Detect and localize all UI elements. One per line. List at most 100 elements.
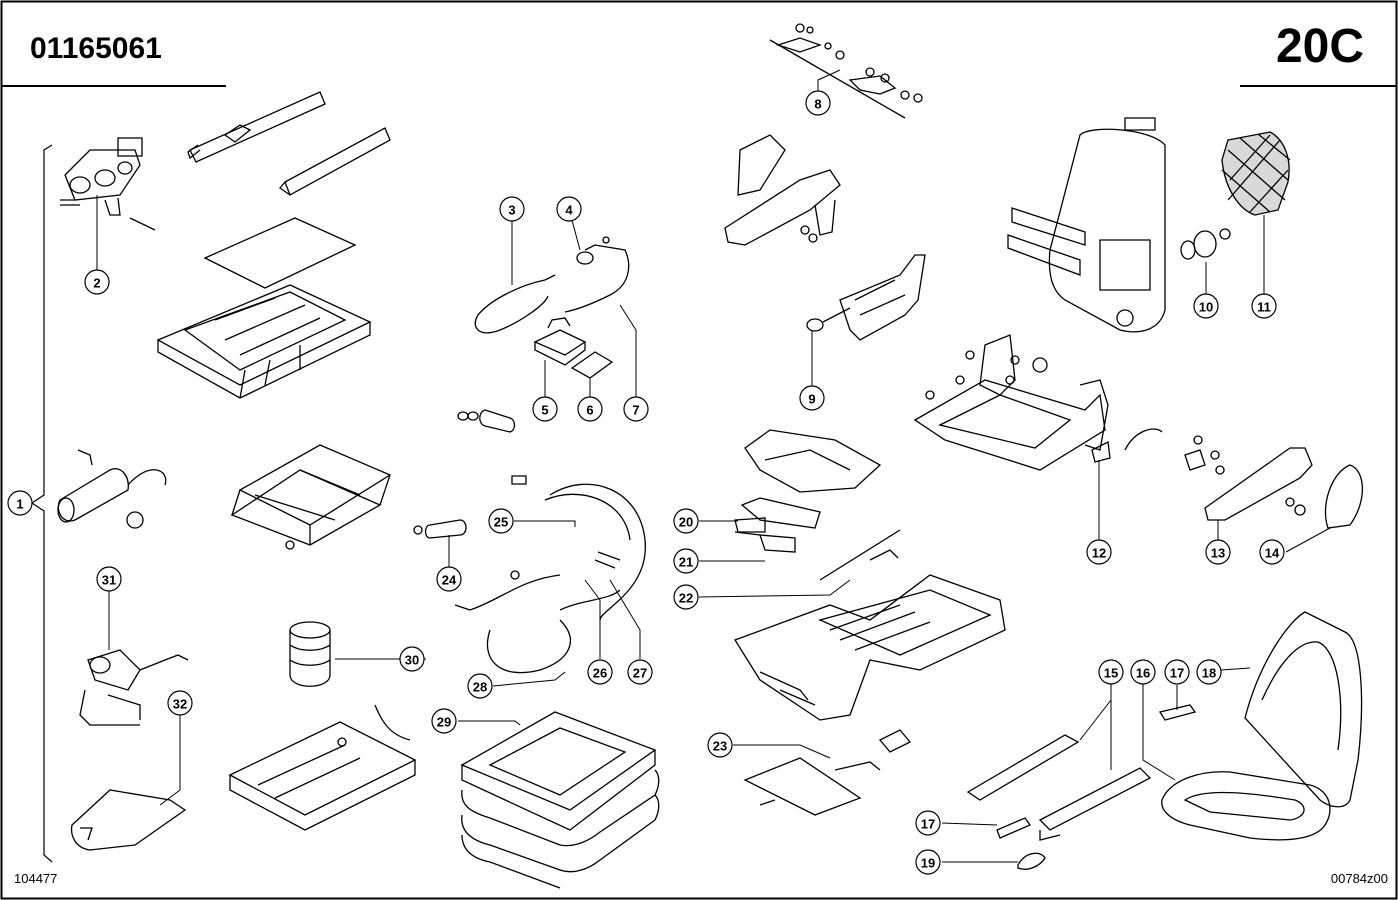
callout-label: 9	[808, 392, 815, 407]
callout-label: 22	[679, 591, 693, 606]
part-18-backrest-cushion	[1245, 612, 1362, 807]
callout-c30: 30	[399, 646, 425, 672]
callout-c32: 32	[167, 690, 193, 716]
callout-label: 11	[1257, 300, 1271, 315]
callout-label: 1	[16, 497, 23, 512]
part-17-clip-right	[1160, 705, 1195, 720]
callout-circle	[805, 90, 831, 116]
part-17-clip-left	[997, 818, 1030, 838]
part-compressor-pump	[58, 450, 166, 528]
callout-c18: 18	[1196, 659, 1222, 685]
callout-circle	[915, 810, 941, 836]
callout-circle	[915, 849, 941, 875]
callout-label: 6	[586, 403, 593, 418]
callout-c21: 21	[673, 548, 699, 574]
callout-c7: 7	[623, 396, 649, 422]
part-30-bellows	[290, 622, 330, 686]
callout-label: 14	[1265, 546, 1280, 561]
callout-circle	[488, 508, 514, 534]
callout-c20: 20	[673, 508, 699, 534]
part-3-cable-loop	[475, 275, 555, 333]
part-20-cushion-block	[735, 498, 820, 532]
callout-circle	[587, 659, 613, 685]
callout-circle	[7, 490, 33, 516]
footer-left-code: 104477	[14, 871, 57, 886]
part-4-knob	[565, 237, 629, 312]
part-29-cushion-stack	[462, 712, 659, 888]
callout-circle	[499, 196, 525, 222]
callout-circle	[1130, 659, 1156, 685]
callout-label: 17	[1170, 666, 1184, 681]
callout-label: 16	[1136, 666, 1150, 681]
part-number-title: 01165061	[30, 32, 162, 65]
callout-c17a: 17	[1164, 659, 1190, 685]
callout-circle	[167, 690, 193, 716]
callout-circle	[673, 584, 699, 610]
part-seat-frame-right	[915, 335, 1108, 470]
callout-label: 20	[679, 515, 693, 530]
callout-label: 5	[541, 403, 548, 418]
callout-label: 30	[405, 653, 419, 668]
callout-c19: 19	[915, 849, 941, 875]
callout-label: 2	[93, 276, 100, 291]
part-13-armrest-right	[1185, 436, 1312, 520]
callout-circle	[1086, 539, 1112, 565]
part-24-damper	[414, 520, 466, 538]
part-base-frame-bottom	[230, 705, 415, 830]
callout-label: 31	[102, 573, 116, 588]
callout-c28: 28	[467, 673, 493, 699]
callout-label: 4	[565, 203, 573, 218]
callout-circle	[1196, 659, 1222, 685]
callout-c14: 14	[1259, 539, 1285, 565]
callout-label: 24	[442, 573, 457, 588]
callout-c9: 9	[799, 385, 825, 411]
part-21-cushion-block	[735, 532, 795, 552]
callout-c17b: 17	[915, 810, 941, 836]
callout-label: 27	[633, 666, 647, 681]
part-small-screws-left	[458, 410, 515, 432]
callout-c2: 2	[84, 269, 110, 295]
part-lower-seat-frame	[735, 575, 1005, 720]
callout-circle	[436, 566, 462, 592]
callout-circle	[1193, 293, 1219, 319]
part-6-pedal	[572, 352, 612, 378]
item-1-bracket	[30, 144, 53, 863]
callout-c15: 15	[1098, 659, 1124, 685]
callout-circle	[1098, 659, 1124, 685]
callout-c10: 10	[1193, 293, 1219, 319]
callout-circle	[532, 396, 558, 422]
callout-c4: 4	[556, 196, 582, 222]
callout-circle	[467, 673, 493, 699]
footer-right-code: 00784z00	[1331, 871, 1388, 886]
part-22-cable	[820, 530, 900, 580]
callout-c8: 8	[805, 90, 831, 116]
callout-c26: 26	[587, 659, 613, 685]
part-11-mesh-pad	[1222, 132, 1290, 215]
callout-c3: 3	[499, 196, 525, 222]
callout-c29: 29	[431, 708, 457, 734]
callout-label: 3	[508, 203, 515, 218]
callout-circle	[431, 708, 457, 734]
callout-label: 21	[679, 555, 693, 570]
part-16-seat-cushion	[1162, 772, 1330, 840]
part-8-lever-kit	[770, 24, 922, 118]
callout-c1: 1	[7, 490, 33, 516]
part-15-slide-rails	[968, 735, 1150, 840]
callout-label: 15	[1104, 666, 1118, 681]
part-seat-pan-upper	[745, 430, 880, 492]
callout-c24: 24	[436, 566, 462, 592]
part-14-side-cover	[1325, 465, 1362, 528]
callout-circle	[1205, 539, 1231, 565]
callout-c13: 13	[1205, 539, 1231, 565]
callout-circle	[799, 385, 825, 411]
callout-label: 32	[173, 697, 187, 712]
callout-circle	[577, 396, 603, 422]
part-armrest-left	[725, 135, 840, 245]
callout-label: 7	[632, 403, 639, 418]
callout-c11: 11	[1251, 293, 1277, 319]
callout-c22: 22	[673, 584, 699, 610]
callout-label: 28	[473, 680, 487, 695]
part-seat-rails-top	[188, 92, 390, 195]
